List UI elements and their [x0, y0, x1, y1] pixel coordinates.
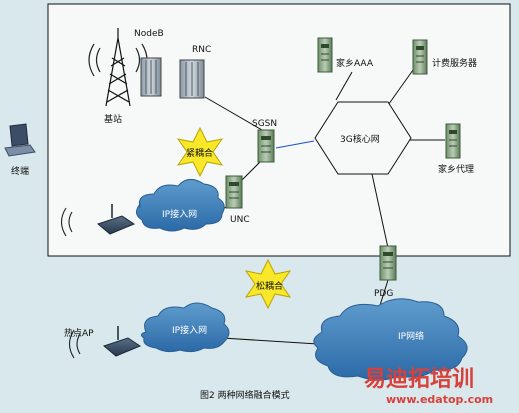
unc-device-icon [225, 175, 243, 209]
base-station-label: 基站 [104, 113, 122, 125]
link-rnc-sgsn [204, 96, 263, 131]
billing-server-label: 计费服务器 [432, 57, 477, 69]
sgsn-label: SGSN [252, 119, 277, 129]
figure-caption: 图2 两种网络融合模式 [200, 389, 290, 401]
laptop-terminal-icon [4, 123, 36, 157]
terminal-label: 终端 [11, 165, 29, 177]
nodeb-rack-icon [140, 57, 162, 97]
pdg-label: PDG [374, 289, 393, 299]
pdg-device-icon [379, 245, 397, 281]
lower-ip-access-cloud [140, 302, 230, 353]
watermark-url: www.edatop.com [386, 393, 493, 406]
rnc-rack-icon [179, 59, 205, 99]
lower-ip-access-label: IP接入网 [172, 324, 207, 336]
lower-wireless-router-icon [68, 326, 142, 359]
link-core-billing [385, 69, 414, 109]
loose-coupling-label: 松耦合 [256, 280, 283, 292]
hotspot-ap-label: 热点AP [64, 327, 94, 339]
ip-network-label: IP网络 [398, 330, 424, 342]
ip-network-cloud [313, 298, 468, 381]
link-core-aaa [335, 71, 353, 101]
link-cloud-ipnetwork [221, 337, 319, 345]
link-core-pdg [371, 173, 389, 249]
nodeb-label: NodeB [134, 29, 164, 39]
tight-coupling-star-icon [176, 126, 224, 178]
rnc-label: RNC [192, 45, 211, 55]
home-aaa-server-icon [317, 37, 333, 73]
billing-server-icon [412, 39, 428, 75]
core-network-label: 3G核心网 [340, 133, 380, 145]
upper-wireless-router-icon [60, 204, 136, 237]
home-agent-server-icon [445, 123, 461, 159]
core-network-hexagon [314, 101, 412, 175]
base-station-tower-icon [88, 28, 148, 107]
link-sgsn-core [275, 140, 315, 149]
upper-ip-access-cloud [136, 179, 225, 232]
sgsn-device-icon [257, 129, 275, 163]
upper-ip-access-label: IP接入网 [162, 208, 197, 220]
loose-coupling-star-icon [244, 258, 292, 310]
operator-domain-box [47, 3, 511, 257]
home-agent-label: 家乡代理 [438, 163, 474, 175]
unc-label: UNC [230, 215, 250, 225]
home-aaa-label: 家乡AAA [336, 57, 374, 69]
watermark-brand: 易迪拓培训 [364, 366, 474, 392]
tight-coupling-label: 紧耦合 [186, 147, 213, 159]
